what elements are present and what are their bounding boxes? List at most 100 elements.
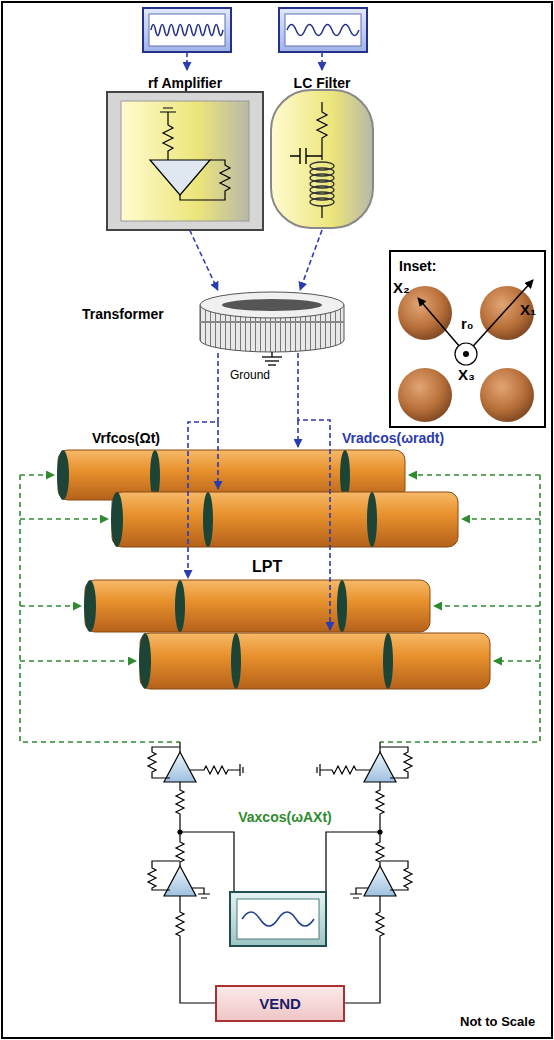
transformer-toroid	[200, 321, 344, 323]
rad-signal-generator	[285, 14, 361, 46]
rf-signal-generator	[143, 8, 231, 52]
lc-filter-symbol	[317, 102, 327, 160]
axial-wire	[20, 474, 54, 476]
trap-label: LPT	[252, 557, 282, 576]
rod	[140, 633, 490, 689]
inset-cross-section	[398, 368, 452, 422]
lc-filter-symbol	[271, 90, 373, 228]
op-amp-circuit	[190, 764, 243, 776]
node-label: Transformer	[82, 306, 164, 323]
rf-wire	[188, 353, 218, 578]
amplifier-symbol	[107, 92, 263, 230]
axial-wire	[494, 660, 540, 662]
amplifier-symbol	[160, 108, 176, 160]
axial-wire	[20, 475, 180, 742]
signal-wire	[186, 52, 188, 70]
lc-filter-symbol	[321, 206, 322, 218]
amplifier-symbol	[121, 101, 249, 221]
node-label: Vaxcos(ωAXt)	[238, 809, 332, 826]
rod	[175, 580, 185, 632]
rf-signal-generator	[143, 8, 231, 52]
op-amp-circuit	[148, 747, 180, 778]
rod	[111, 492, 123, 547]
axial-signal-generator	[230, 892, 326, 946]
ground-symbol	[268, 364, 276, 365]
node-label: LC Filter	[294, 75, 351, 92]
rf-wire	[298, 353, 330, 630]
axial-signal-generator	[230, 892, 326, 946]
rod	[337, 580, 347, 632]
axial-signal-generator	[242, 912, 314, 926]
rod	[84, 580, 96, 632]
node-label: Inset:	[399, 258, 436, 275]
transformer-toroid	[200, 292, 344, 352]
amplifier-symbol	[150, 160, 210, 195]
rod	[139, 633, 490, 689]
lc-filter-symbol	[310, 162, 334, 206]
rad-signal-generator	[279, 8, 367, 52]
ground-symbol	[271, 352, 272, 357]
filter-box: LC Filter	[271, 72, 373, 230]
axial-wire	[20, 660, 136, 662]
rod	[231, 633, 241, 689]
transformer-toroid	[222, 299, 322, 311]
axial-signal-generator	[237, 899, 319, 939]
rod	[84, 580, 430, 632]
ground-symbol	[262, 356, 282, 357]
axial-wire	[380, 475, 540, 742]
ground-symbol	[262, 352, 282, 365]
axial-wire	[434, 605, 540, 607]
rf-signal-generator	[149, 14, 225, 46]
axial-wire	[20, 605, 81, 607]
inset-cross-section	[455, 343, 477, 365]
rod	[111, 492, 458, 547]
transformer-toroid	[200, 292, 344, 318]
rod	[85, 580, 430, 632]
inset-panel: Inset:	[389, 250, 546, 428]
signal-label: Vrfcos(Ωt)	[92, 430, 160, 447]
transformer-core: Transformer	[200, 290, 348, 354]
axial-generator: Vaxcos(ωAXt)	[225, 806, 345, 946]
inset-cross-section	[480, 368, 534, 422]
rod	[383, 633, 393, 689]
axial-wire	[409, 474, 540, 476]
radius-label: r₀	[461, 315, 474, 333]
op-amp-circuit	[164, 866, 196, 896]
rf-wire	[217, 422, 219, 489]
rod	[139, 633, 151, 689]
ground-symbol	[265, 360, 279, 361]
amplifier-symbol	[107, 92, 263, 230]
rod	[367, 492, 377, 547]
op-amp-circuit	[176, 896, 215, 1003]
lc-filter-symbol	[310, 198, 334, 206]
note-text: Not to Scale	[460, 1014, 535, 1030]
op-amp-circuit	[148, 861, 180, 890]
inset-cross-section	[463, 351, 469, 357]
axial-wire	[20, 475, 540, 742]
rad-signal-generator	[287, 25, 359, 36]
axial-wire	[462, 518, 540, 520]
ground-label: Ground	[230, 368, 270, 382]
axial-wire	[20, 518, 108, 520]
signal-wire	[187, 52, 322, 70]
op-amp-circuit	[176, 782, 184, 866]
rod	[57, 450, 69, 500]
op-amp-circuit	[317, 742, 412, 1003]
signal-connector	[190, 230, 218, 290]
amplifier-box: rf Amplifier	[107, 72, 263, 230]
rod	[203, 492, 213, 547]
axis-label: X₁	[520, 301, 536, 319]
op-amp-circuit	[148, 742, 243, 1003]
rad-signal-generator	[279, 8, 367, 52]
rf-wire	[297, 420, 299, 447]
op-amp-circuit	[192, 888, 210, 898]
node-label: rf Amplifier	[148, 75, 222, 92]
amplifier-symbol	[180, 160, 230, 200]
rf-wire	[188, 353, 330, 630]
axis-label: X₂	[393, 279, 410, 297]
axis-label: X₃	[458, 366, 475, 384]
